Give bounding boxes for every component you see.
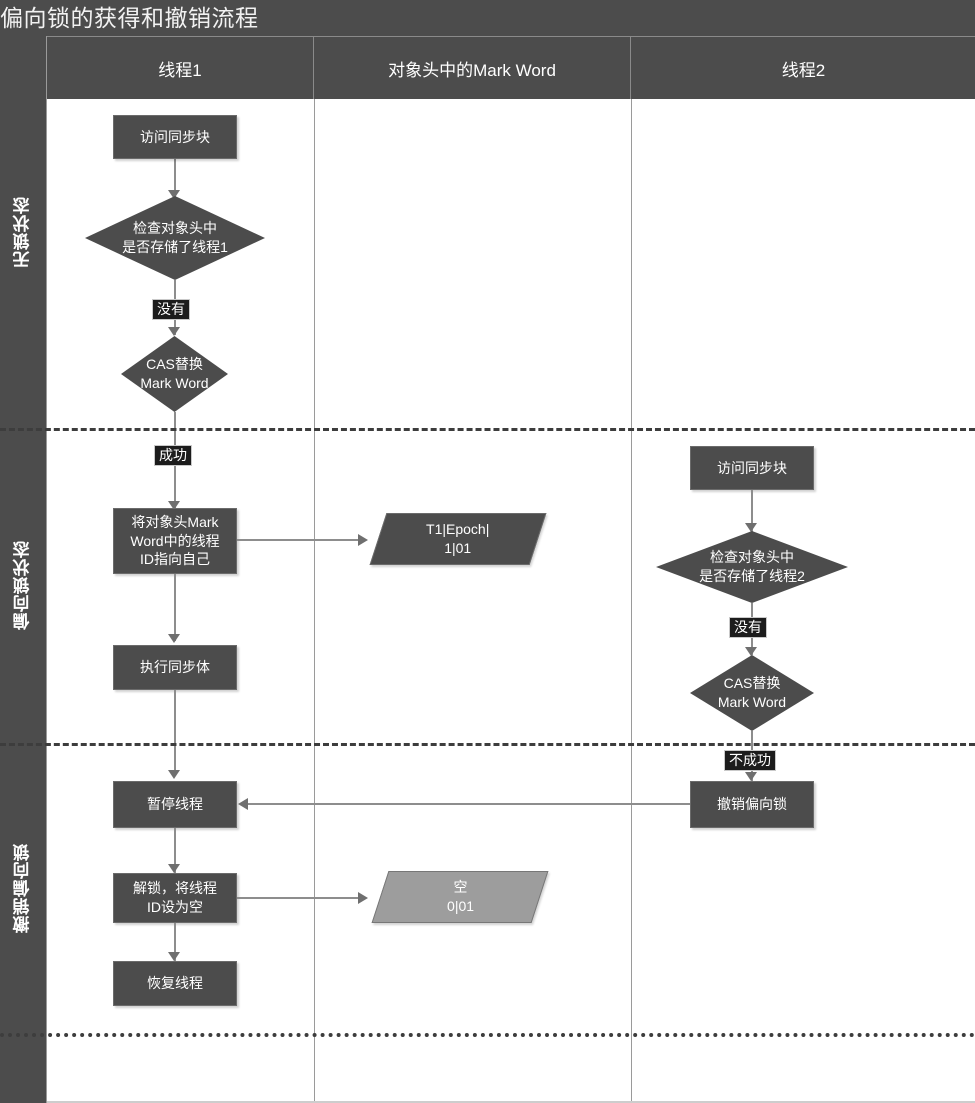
node-t1-access[interactable]: 访问同步块 [113,115,237,159]
edge-t1-point-to-markword [237,539,360,541]
arrowhead-markword-empty [358,892,368,904]
arrowhead-t1-cas [168,327,180,336]
edge-t2-access-to-check [751,490,753,532]
node-t2-check-label: 检查对象头中是否存储了线程2 [699,549,805,584]
phase-band-revoke: 撤销偏向锁 [13,843,33,933]
node-t1-suspend-label: 暂停线程 [147,796,203,813]
edge-t1-exec-to-suspend [174,690,176,775]
column-header-markword: 对象头中的Mark Word [314,36,631,99]
node-markword-biased-label: T1|Epoch|1|01 [426,521,490,556]
edge-label-t2-no: 没有 [729,617,767,638]
edge-t2-revoke-to-t1-suspend [248,803,690,805]
arrowhead-t1-suspend [168,770,180,779]
node-t1-suspend[interactable]: 暂停线程 [113,781,237,828]
edge-label-t1-success: 成功 [154,445,192,466]
grid-bottom-edge [47,1101,975,1103]
phase-band-biased: 偏向锁状态 [13,540,33,631]
edge-t1-point-to-exec [174,574,176,641]
phase-separator-3 [0,1033,975,1037]
edge-label-t1-no: 没有 [152,299,190,320]
column-divider-1 [314,99,315,1103]
edge-t1-suspend-to-unlock [174,828,176,873]
node-markword-biased[interactable]: T1|Epoch|1|01 [369,513,547,565]
column-header-thread2: 线程2 [631,36,975,99]
node-t2-revoke-label: 撤销偏向锁 [717,796,787,813]
phase-band-strip [0,36,46,1103]
phase-band-unlocked: 无锁状态 [13,196,33,268]
arrowhead-t1-resume [168,952,180,961]
arrowhead-t2-check [745,523,757,532]
node-t2-access[interactable]: 访问同步块 [690,446,814,490]
arrowhead-t1-point [168,501,180,510]
arrowhead-markword-biased [358,534,368,546]
page-title: 偏向锁的获得和撤销流程 [0,5,259,31]
edge-t1-unlock-to-markword [237,897,360,899]
arrowhead-t1-unlock [168,864,180,873]
arrowhead-t2-cas [745,647,757,656]
arrowhead-t1-exec [168,634,180,643]
arrowhead-t1-check [168,190,180,199]
node-t1-resume[interactable]: 恢复线程 [113,961,237,1006]
phase-separator-1 [0,428,975,431]
edge-t1-unlock-to-resume [174,923,176,961]
phase-separator-2 [0,743,975,746]
arrowhead-t1-suspend-left [238,798,248,810]
node-t1-exec[interactable]: 执行同步体 [113,645,237,690]
node-t1-exec-label: 执行同步体 [140,659,210,676]
arrowhead-t2-revoke [745,772,757,781]
node-t1-access-label: 访问同步块 [140,128,210,145]
edge-t1-access-to-check [174,159,176,199]
edge-label-t2-fail: 不成功 [724,750,776,771]
column-header-thread1: 线程1 [47,36,314,99]
node-t2-access-label: 访问同步块 [717,459,787,476]
column-divider-2 [631,99,632,1103]
node-t1-resume-label: 恢复线程 [147,975,203,992]
node-t2-revoke[interactable]: 撤销偏向锁 [690,781,814,828]
node-t1-check-label: 检查对象头中是否存储了线程1 [122,220,228,255]
